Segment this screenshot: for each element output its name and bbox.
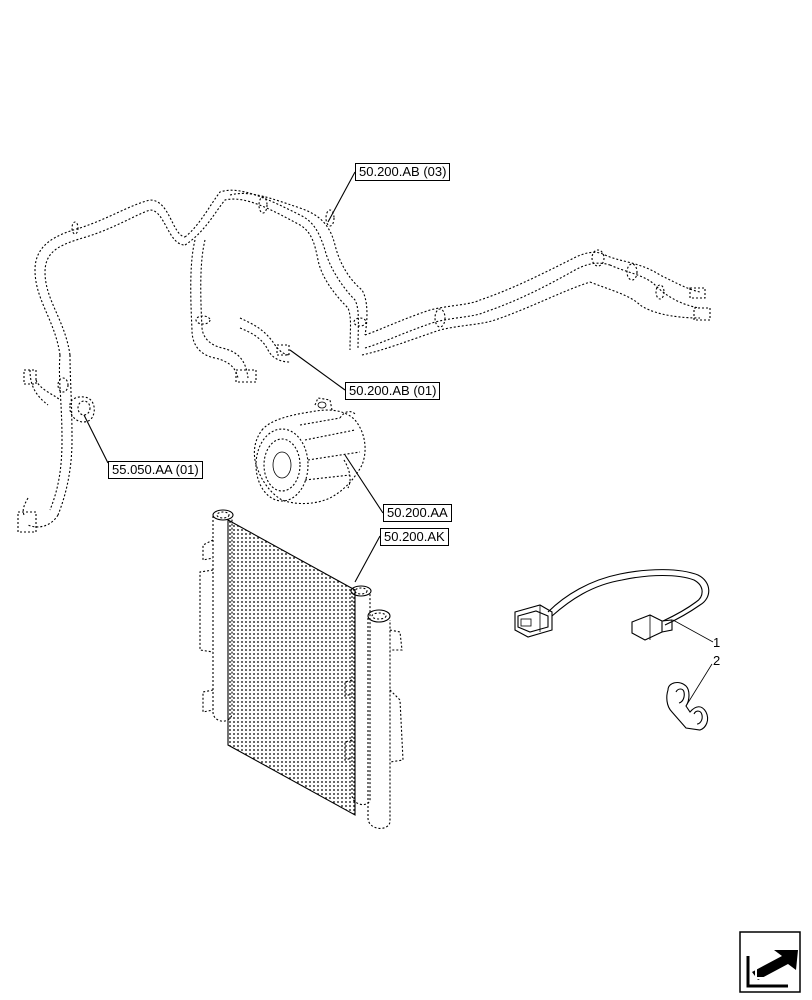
condenser-part (199, 509, 404, 829)
upper-hoses (184, 189, 711, 383)
compressor-part (253, 397, 366, 505)
callout-55-050-aa-01[interactable]: 55.050.AA (01) (108, 461, 203, 479)
callout-50-200-ak[interactable]: 50.200.AK (380, 528, 449, 546)
next-page-arrow-icon[interactable] (736, 930, 802, 994)
item-number-2: 2 (713, 653, 721, 668)
callout-50-200-ab-03[interactable]: 50.200.AB (03) (355, 163, 451, 181)
grommet-part (69, 396, 95, 423)
clip-part (666, 663, 713, 731)
callout-50-200-aa[interactable]: 50.200.AA (383, 504, 452, 522)
left-hose (17, 199, 186, 533)
callout-50-200-ab-01[interactable]: 50.200.AB (01) (345, 382, 441, 400)
leader-lines (83, 171, 384, 583)
wire-harness-part (514, 569, 714, 643)
item-number-1: 1 (713, 635, 721, 650)
